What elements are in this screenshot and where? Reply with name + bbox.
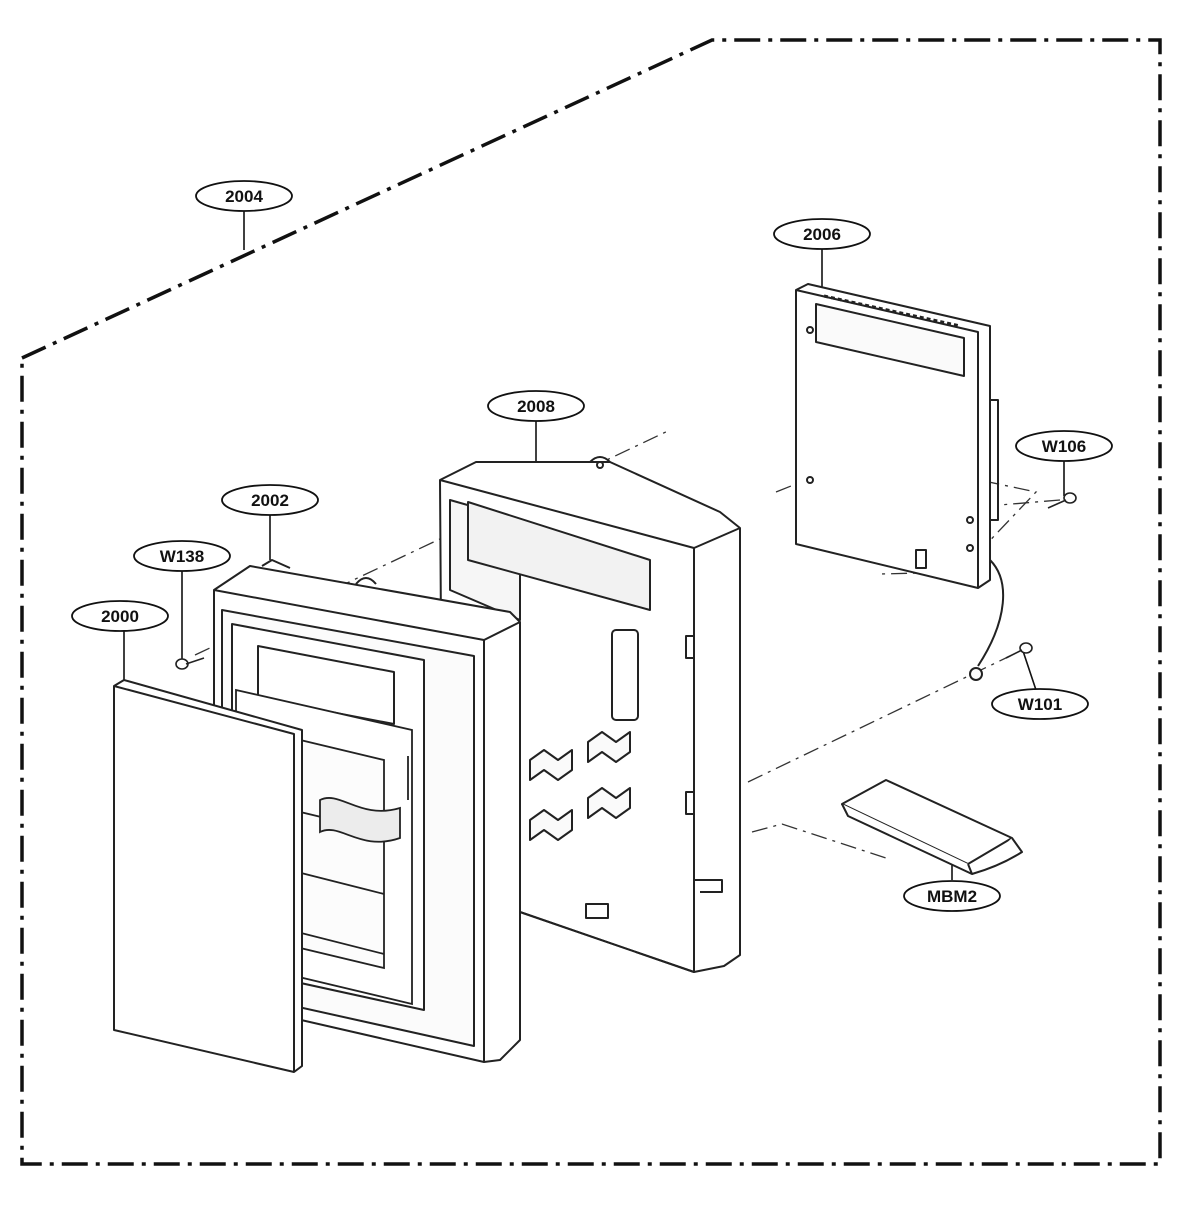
part-2006-pcb <box>795 283 1005 681</box>
callout-w106-text: W106 <box>1042 437 1086 456</box>
callout-w138-text: W138 <box>160 547 204 566</box>
callout-2000: 2000 <box>71 600 169 632</box>
screw-w101 <box>1005 642 1033 659</box>
callout-2002-text: 2002 <box>251 491 289 510</box>
callout-2006-text: 2006 <box>803 225 841 244</box>
callout-w101: W101 <box>991 688 1089 720</box>
screw-w138 <box>175 657 205 670</box>
callout-2004-text: 2004 <box>225 187 263 206</box>
callout-w138: W138 <box>133 540 231 572</box>
part-2008-frame <box>439 456 741 973</box>
assembly-boundary <box>20 38 1162 1166</box>
callout-2008-text: 2008 <box>517 397 555 416</box>
callout-2006: 2006 <box>773 218 871 250</box>
callout-mbm2-text: MBM2 <box>927 887 977 906</box>
callout-2000-text: 2000 <box>101 607 139 626</box>
callout-2002: 2002 <box>221 484 319 516</box>
part-mbm2-bracket <box>841 779 1023 875</box>
part-2000-front-cover <box>113 679 303 1073</box>
callout-2004: 2004 <box>195 180 293 212</box>
callout-mbm2: MBM2 <box>903 880 1001 912</box>
screw-w106 <box>1047 492 1077 509</box>
callout-2008: 2008 <box>487 390 585 422</box>
callout-w106: W106 <box>1015 430 1113 462</box>
callout-w101-text: W101 <box>1018 695 1062 714</box>
